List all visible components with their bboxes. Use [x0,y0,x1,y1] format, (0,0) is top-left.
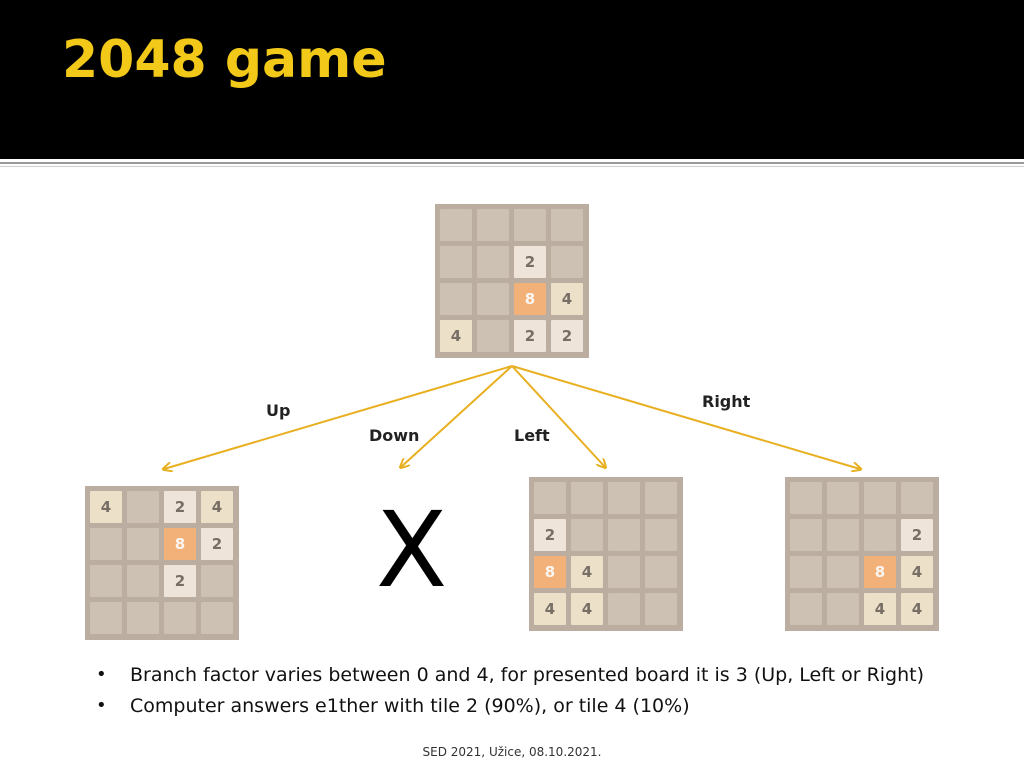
empty-cell [127,602,159,634]
empty-cell [827,482,859,514]
bullet-list: • Branch factor varies between 0 and 4, … [96,664,1016,726]
empty-cell [440,209,472,241]
bullet-symbol: • [96,695,107,716]
tile-8: 8 [864,556,896,588]
tile-4: 4 [571,593,603,625]
empty-cell [90,528,122,560]
label-up: Up [266,401,291,420]
empty-cell [864,519,896,551]
tile-4: 4 [90,491,122,523]
empty-cell [790,519,822,551]
tile-4: 4 [901,593,933,625]
label-down: Down [369,426,420,445]
tile-4: 4 [201,491,233,523]
empty-cell [571,519,603,551]
empty-cell [534,482,566,514]
empty-cell [790,482,822,514]
empty-cell [608,519,640,551]
empty-cell [440,283,472,315]
empty-cell [790,556,822,588]
empty-cell [514,209,546,241]
bullet-item: • Computer answers e1ther with tile 2 (9… [96,695,1016,726]
empty-cell [827,556,859,588]
tile-2: 2 [514,320,546,352]
tile-2: 2 [164,565,196,597]
tile-2: 2 [551,320,583,352]
empty-cell [90,602,122,634]
empty-cell [477,209,509,241]
empty-cell [164,602,196,634]
empty-cell [827,519,859,551]
empty-cell [827,593,859,625]
arrow-right [511,365,860,469]
empty-cell [477,283,509,315]
empty-cell [608,556,640,588]
tile-4: 4 [534,593,566,625]
empty-cell [645,556,677,588]
empty-cell [901,482,933,514]
empty-cell [645,482,677,514]
tile-4: 4 [551,283,583,315]
tile-4: 4 [571,556,603,588]
empty-cell [440,246,472,278]
bullet-item: • Branch factor varies between 0 and 4, … [96,664,1016,695]
tile-4: 4 [864,593,896,625]
tile-8: 8 [534,556,566,588]
bullet-text: Branch factor varies between 0 and 4, fo… [130,664,925,686]
empty-cell [551,246,583,278]
empty-cell [127,491,159,523]
empty-cell [127,528,159,560]
empty-cell [864,482,896,514]
empty-cell [201,602,233,634]
label-right: Right [702,392,751,411]
header-divider-thin [0,166,1024,167]
arrow-left [511,365,605,467]
tile-8: 8 [164,528,196,560]
tile-8: 8 [514,283,546,315]
empty-cell [571,482,603,514]
empty-cell [90,565,122,597]
bullet-text: Computer answers e1ther with tile 2 (90%… [130,695,690,717]
arrow-up [164,365,513,469]
empty-cell [477,320,509,352]
tile-4: 4 [901,556,933,588]
empty-cell [790,593,822,625]
label-left: Left [514,426,550,445]
tile-2: 2 [534,519,566,551]
tile-2: 2 [201,528,233,560]
empty-cell [127,565,159,597]
tile-2: 2 [164,491,196,523]
tile-2: 2 [901,519,933,551]
empty-cell [645,519,677,551]
arrow-down [401,365,513,467]
empty-cell [608,593,640,625]
tile-4: 4 [440,320,472,352]
empty-cell [477,246,509,278]
empty-cell [201,565,233,597]
empty-cell [608,482,640,514]
bullet-symbol: • [96,664,107,685]
empty-cell [645,593,677,625]
empty-cell [551,209,583,241]
title-bar: 2048 game [0,0,1024,159]
slide-title: 2048 game [62,30,387,90]
slide-footer: SED 2021, Užice, 08.10.2021. [422,745,602,759]
tile-2: 2 [514,246,546,278]
invalid-move-mark: X [376,489,448,611]
header-divider [0,162,1024,164]
